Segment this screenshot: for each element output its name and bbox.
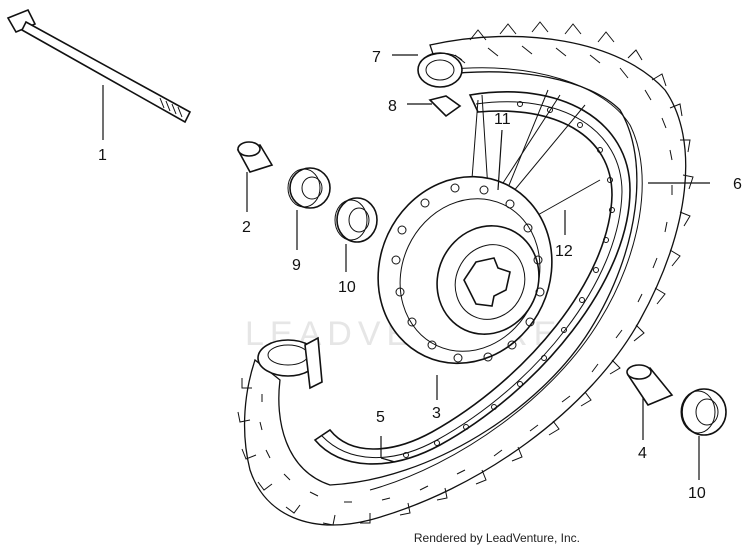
callout-7: 7 bbox=[372, 49, 381, 66]
callout-1: 1 bbox=[98, 147, 107, 164]
callout-5: 5 bbox=[376, 409, 385, 426]
callout-10-right: 10 bbox=[688, 485, 706, 502]
credit-text: Rendered by LeadVenture, Inc. bbox=[413, 531, 580, 545]
callout-4: 4 bbox=[638, 445, 647, 462]
collar bbox=[236, 141, 274, 173]
collar-right bbox=[626, 364, 674, 406]
dust-seal bbox=[287, 167, 331, 209]
callout-3: 3 bbox=[432, 405, 441, 422]
hub bbox=[377, 175, 553, 365]
callout-6: 6 bbox=[733, 176, 742, 193]
rim-band bbox=[428, 95, 462, 118]
callout-10-left: 10 bbox=[338, 279, 356, 296]
tire bbox=[237, 21, 694, 526]
callout-9: 9 bbox=[292, 257, 301, 274]
inner-tube-bottom bbox=[257, 336, 323, 390]
callout-8: 8 bbox=[388, 98, 397, 115]
rim bbox=[313, 91, 631, 465]
bearing-left bbox=[334, 197, 378, 243]
axle bbox=[6, 8, 192, 124]
leader-lines bbox=[102, 54, 710, 480]
inner-tube-top bbox=[417, 52, 463, 88]
bearing-right bbox=[680, 388, 727, 436]
callout-11: 11 bbox=[494, 111, 511, 128]
callout-12: 12 bbox=[555, 243, 573, 260]
callout-2: 2 bbox=[242, 219, 251, 236]
